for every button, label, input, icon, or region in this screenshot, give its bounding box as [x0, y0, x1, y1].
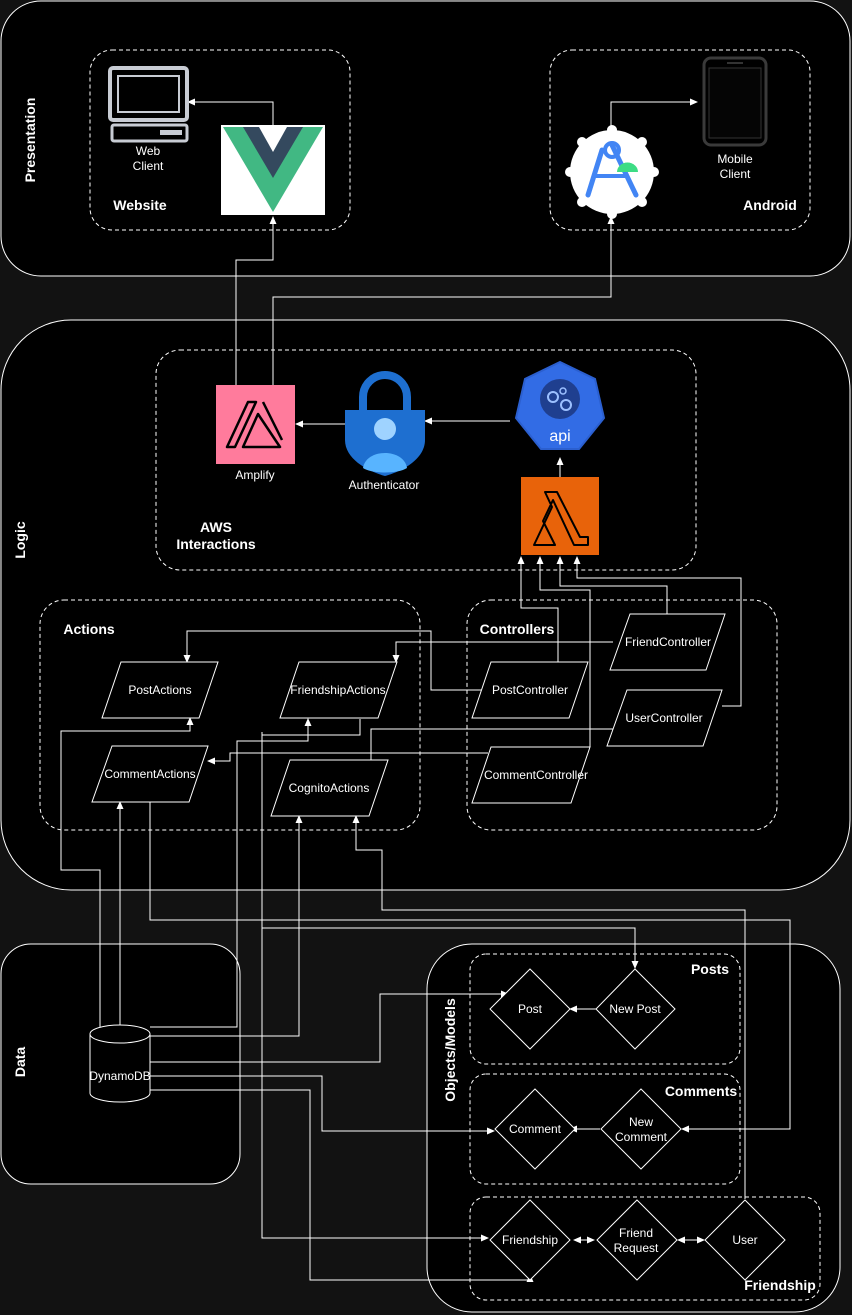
friend-request-label-line2: Request — [614, 1241, 659, 1255]
authenticator-label: Authenticator — [349, 478, 420, 492]
edge-postcontroller-to-postactions — [183, 630, 484, 691]
comment-node — [494, 1088, 576, 1170]
post-actions-label: PostActions — [128, 683, 191, 697]
user-controller-node — [606, 689, 723, 747]
user-controller-label: UserController — [625, 711, 702, 725]
cognito-actions-label: CognitoActions — [289, 781, 370, 795]
edge-postcontroller-to-lambda — [517, 556, 559, 662]
authenticator-lock-icon — [345, 371, 425, 476]
smartphone-icon — [702, 56, 768, 147]
comment-actions-label: CommentActions — [104, 767, 195, 781]
edge-amplify-to-android — [272, 216, 615, 385]
web-client-label-line2: Client — [133, 159, 164, 173]
edge-usercontroller-to-lambda — [573, 556, 742, 707]
mobile-client-label-line2: Client — [720, 167, 751, 181]
aws-group — [155, 349, 697, 571]
android-group-label: Android — [743, 197, 797, 213]
friendship-group-label: Friendship — [744, 1277, 816, 1293]
user-label: User — [732, 1233, 757, 1247]
post-controller-node — [471, 661, 589, 719]
posts-group-label: Posts — [691, 961, 729, 977]
friend-request-node — [596, 1199, 678, 1281]
api-label: api — [549, 428, 570, 445]
actions-group-label: Actions — [63, 621, 115, 637]
comments-group-label: Comments — [665, 1083, 738, 1099]
web-client-label-line1: Web — [136, 144, 161, 158]
logic-layer-label: Logic — [12, 521, 28, 559]
edge-commentcontroller-to-commentactions — [207, 752, 488, 765]
monitor-icon — [108, 66, 189, 143]
edge-vue-to-webclient — [187, 98, 274, 125]
edge-android-to-mobile — [610, 98, 698, 128]
friendship-group — [469, 1196, 821, 1301]
edge-db-to-friendshipactions — [150, 718, 312, 1028]
aws-group-label-line2: Interactions — [176, 536, 256, 552]
friendship-label: Friendship — [502, 1233, 558, 1247]
comment-controller-label: CommentController — [484, 768, 588, 782]
android-studio-icon — [565, 125, 659, 219]
edge-amplify-to-vue — [235, 216, 277, 385]
amplify-icon — [216, 385, 295, 464]
user-node — [704, 1199, 786, 1281]
post-controller-label: PostController — [492, 683, 568, 697]
mobile-client-label-line1: Mobile — [717, 152, 753, 166]
new-post-node — [595, 968, 676, 1050]
post-node — [489, 968, 571, 1050]
friendship-node — [489, 1199, 571, 1281]
cognito-actions-node — [270, 759, 389, 817]
friendship-actions-label: FriendshipActions — [290, 683, 385, 697]
new-comment-label-line1: New — [629, 1115, 653, 1129]
comment-actions-node — [91, 745, 209, 803]
logic-panel — [0, 319, 851, 891]
amplify-label: Amplify — [235, 468, 274, 482]
aws-group-label-line1: AWS — [200, 519, 232, 535]
edge-db-to-post — [150, 990, 509, 1063]
post-actions-node — [101, 661, 219, 719]
kubernetes-api-icon: api — [514, 360, 606, 450]
dynamodb-label: DynamoDB — [89, 1069, 150, 1083]
presentation-panel — [0, 0, 851, 277]
edge-friendcontroller-to-lambda — [556, 556, 668, 614]
controllers-group-label: Controllers — [480, 621, 555, 637]
edge-user-to-cognitoactions — [352, 815, 746, 1199]
edge-db-to-postactions — [60, 717, 194, 1030]
presentation-layer-label: Presentation — [22, 98, 38, 183]
website-group-label: Website — [113, 197, 167, 213]
edge-commentcontroller-to-lambda — [536, 556, 591, 747]
edge-commentactions-to-newcomment — [149, 802, 791, 1133]
new-comment-node — [600, 1088, 682, 1170]
website-group — [89, 49, 351, 231]
posts-group — [469, 953, 741, 1065]
lambda-icon — [521, 477, 599, 555]
data-layer-label: Data — [12, 1047, 28, 1078]
vue-logo-icon — [221, 125, 325, 215]
comment-label: Comment — [509, 1122, 562, 1136]
edge-friendshipactions-to-friendship — [261, 719, 489, 1242]
edge-db-to-cognitoactions — [150, 815, 303, 1037]
friendship-actions-node — [279, 661, 398, 719]
comment-controller-node — [471, 746, 591, 804]
post-label: Post — [518, 1002, 543, 1016]
edge-friendcontroller-to-friendshipactions — [392, 641, 613, 663]
objects-layer-label: Objects/Models — [442, 998, 458, 1102]
edge-db-to-comment — [150, 1075, 495, 1135]
new-comment-label-line2: Comment — [615, 1130, 668, 1144]
new-post-label: New Post — [609, 1002, 661, 1016]
friend-controller-label: FriendController — [625, 635, 711, 649]
database-icon — [89, 1024, 151, 1103]
android-group — [549, 49, 811, 231]
friend-controller-node — [609, 613, 726, 671]
edge-usercontroller-to-cognitoactions — [370, 728, 614, 760]
friend-request-label-line1: Friend — [619, 1226, 653, 1240]
